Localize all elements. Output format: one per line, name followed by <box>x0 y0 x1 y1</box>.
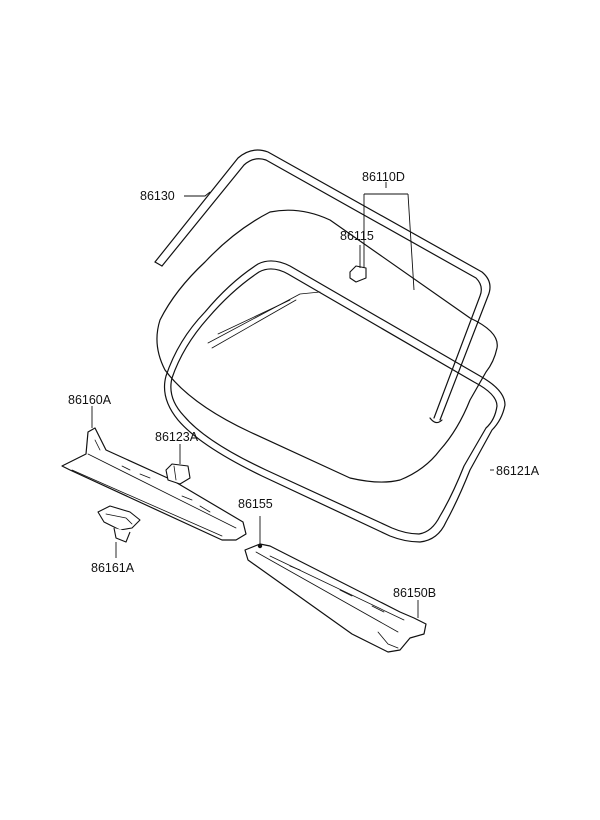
part-label-86123A: 86123A <box>155 430 199 444</box>
cowl-cover-86150B[interactable] <box>244 543 427 653</box>
part-label-86160A: 86160A <box>68 393 112 407</box>
clip-86123A[interactable] <box>165 463 191 485</box>
part-label-86121A: 86121A <box>496 464 540 478</box>
moulding-strip-86130[interactable] <box>154 149 491 424</box>
bracket-86115[interactable] <box>349 265 367 283</box>
leader-lines <box>91 182 494 618</box>
part-label-86110D: 86110D <box>362 170 405 184</box>
windshield-glass-86121A[interactable] <box>156 209 506 543</box>
part-label-86150B: 86150B <box>393 586 436 600</box>
part-label-86130: 86130 <box>140 189 175 203</box>
part-label-86115: 86115 <box>340 229 374 243</box>
cowl-cover-86160A[interactable] <box>61 427 247 541</box>
fastener-dot-86155 <box>257 543 263 549</box>
seal-86161A[interactable] <box>97 505 141 543</box>
part-label-86161A: 86161A <box>91 561 135 575</box>
part-label-86155: 86155 <box>238 497 273 511</box>
